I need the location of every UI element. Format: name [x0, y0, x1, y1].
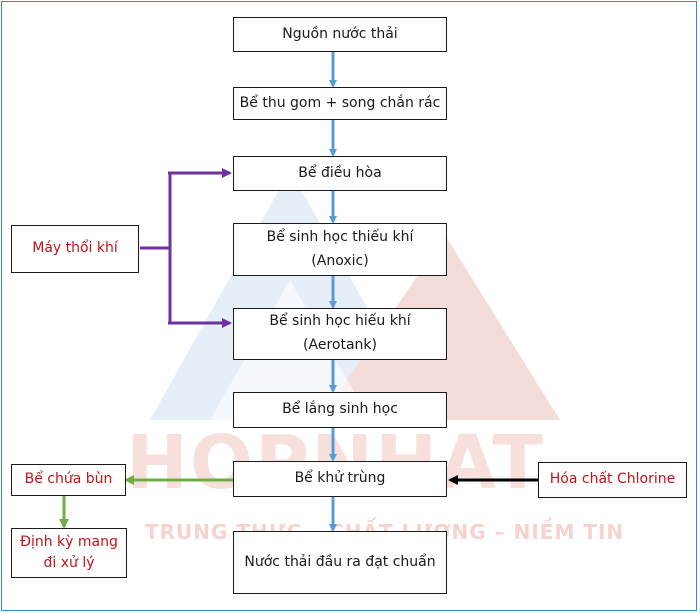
- node-aerotank-label-line2: (Aerotank): [303, 337, 377, 353]
- node-anoxic-label-line2: (Anoxic): [311, 252, 369, 269]
- node-periodic-removal-line2: đi xử lý: [43, 555, 95, 571]
- node-chlorine-label: Hóa chất Chlorine: [549, 471, 676, 488]
- node-output-label: Nước thải đầu ra đạt chuẩn: [244, 553, 436, 570]
- node-blower-label: Máy thổi khí: [32, 240, 118, 257]
- node-source: Nguồn nước thải: [233, 17, 447, 52]
- node-screen: Bể thu gom + song chắn rác: [233, 87, 447, 120]
- node-sludge-tank-label: Bể chứa bùn: [24, 471, 113, 488]
- node-anoxic-label-line1: Bể sinh học thiếu khí: [266, 228, 414, 245]
- node-disinfection: Bể khử trùng: [233, 461, 447, 497]
- node-anoxic: Bể sinh học thiếu khí (Anoxic): [233, 223, 447, 276]
- node-output: Nước thải đầu ra đạt chuẩn: [233, 531, 447, 594]
- node-chlorine: Hóa chất Chlorine: [538, 462, 687, 498]
- node-periodic-removal-line1: Định kỳ mang: [20, 534, 118, 550]
- node-aerotank: Bể sinh học hiếu khí (Aerotank): [233, 308, 447, 360]
- node-sludge-tank: Bể chứa bùn: [11, 464, 126, 496]
- node-aerotank-label-line1: Bể sinh học hiếu khí: [269, 313, 411, 330]
- node-settling: Bể lắng sinh học: [233, 392, 447, 428]
- node-blower: Máy thổi khí: [11, 225, 139, 273]
- node-equalization-label: Bể điều hòa: [298, 164, 382, 181]
- node-equalization: Bể điều hòa: [233, 156, 447, 191]
- node-settling-label: Bể lắng sinh học: [282, 401, 398, 418]
- node-screen-label: Bể thu gom + song chắn rác: [239, 94, 441, 111]
- node-disinfection-label: Bể khử trùng: [294, 470, 386, 487]
- node-periodic-removal: Định kỳ mang đi xử lý: [11, 528, 127, 578]
- node-source-label: Nguồn nước thải: [282, 25, 398, 42]
